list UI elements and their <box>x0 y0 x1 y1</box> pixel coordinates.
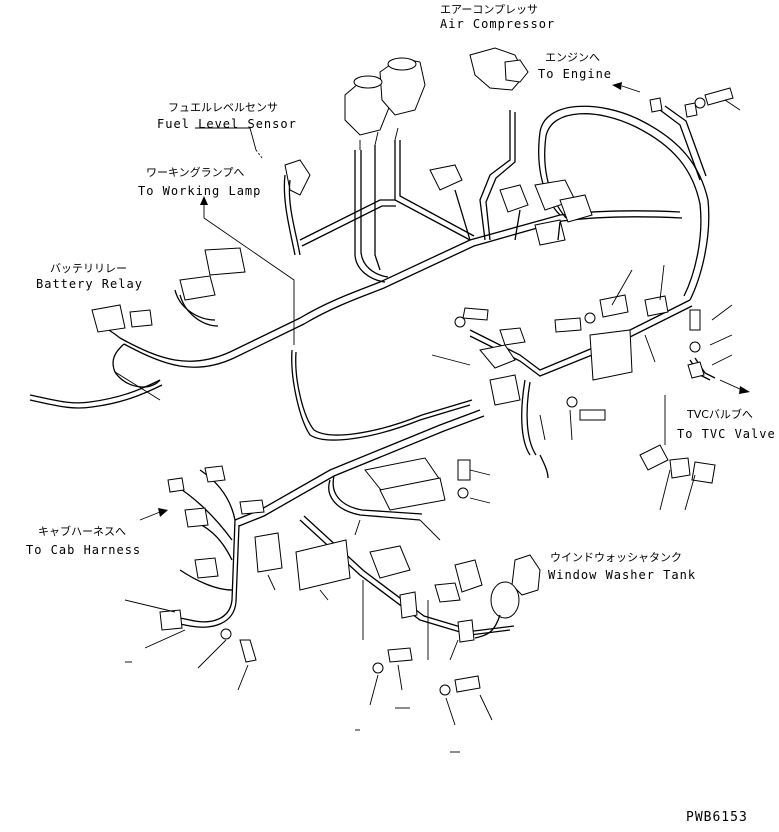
clamp-plates <box>254 532 475 643</box>
battery-relay-label-jp: バッテリリレー <box>50 262 127 275</box>
lower-harness <box>164 409 515 636</box>
middle-junction <box>469 294 693 479</box>
engine-label-en: To Engine <box>538 67 613 81</box>
leader-lines <box>114 99 741 753</box>
battery-relay-label-en: Battery Relay <box>36 277 143 291</box>
working-lamp-label-jp: ワーキングランプへ <box>146 166 245 179</box>
air-compressor <box>469 47 529 241</box>
tvc-valve-branch <box>639 357 750 484</box>
working-lamp-label-en: To Working Lamp <box>138 184 262 198</box>
cab-harness-connectors <box>139 465 265 631</box>
drawing-code: PWB6153 <box>686 810 748 825</box>
tvc-valve-label-en: To TVC Valve <box>677 427 776 441</box>
direction-arrows <box>195 82 641 151</box>
tvc-valve-label-jp: TVCバルブへ <box>687 408 753 421</box>
cab-harness-label-jp: キャブハーネスへ <box>38 525 126 538</box>
central-connector-cluster <box>429 164 593 246</box>
working-lamp-connector <box>200 159 473 441</box>
battery-relay <box>91 247 246 333</box>
engine-loop <box>538 105 710 301</box>
air-compressor-label-jp: エアーコンプレッサ <box>440 3 539 16</box>
washer-tank-label-jp: ウインドウォッシャタンク <box>550 551 682 564</box>
washer-tank-label-en: Window Washer Tank <box>548 568 697 582</box>
fasteners <box>220 87 734 696</box>
fuel-level-sensor-group <box>255 57 475 283</box>
valve-blocks <box>364 457 483 603</box>
cab-harness-label-en: To Cab Harness <box>26 543 142 557</box>
window-washer-tank <box>474 554 541 639</box>
air-compressor-label-en: Air Compressor <box>440 17 556 31</box>
engine-label-jp: エンジンへ <box>545 51 600 64</box>
main-harness <box>29 210 683 409</box>
fuel-level-sensor-label-en: Fuel Level Sensor <box>157 117 297 131</box>
fuel-level-sensor-label-jp: フュエルレベルセンサ <box>168 101 278 114</box>
